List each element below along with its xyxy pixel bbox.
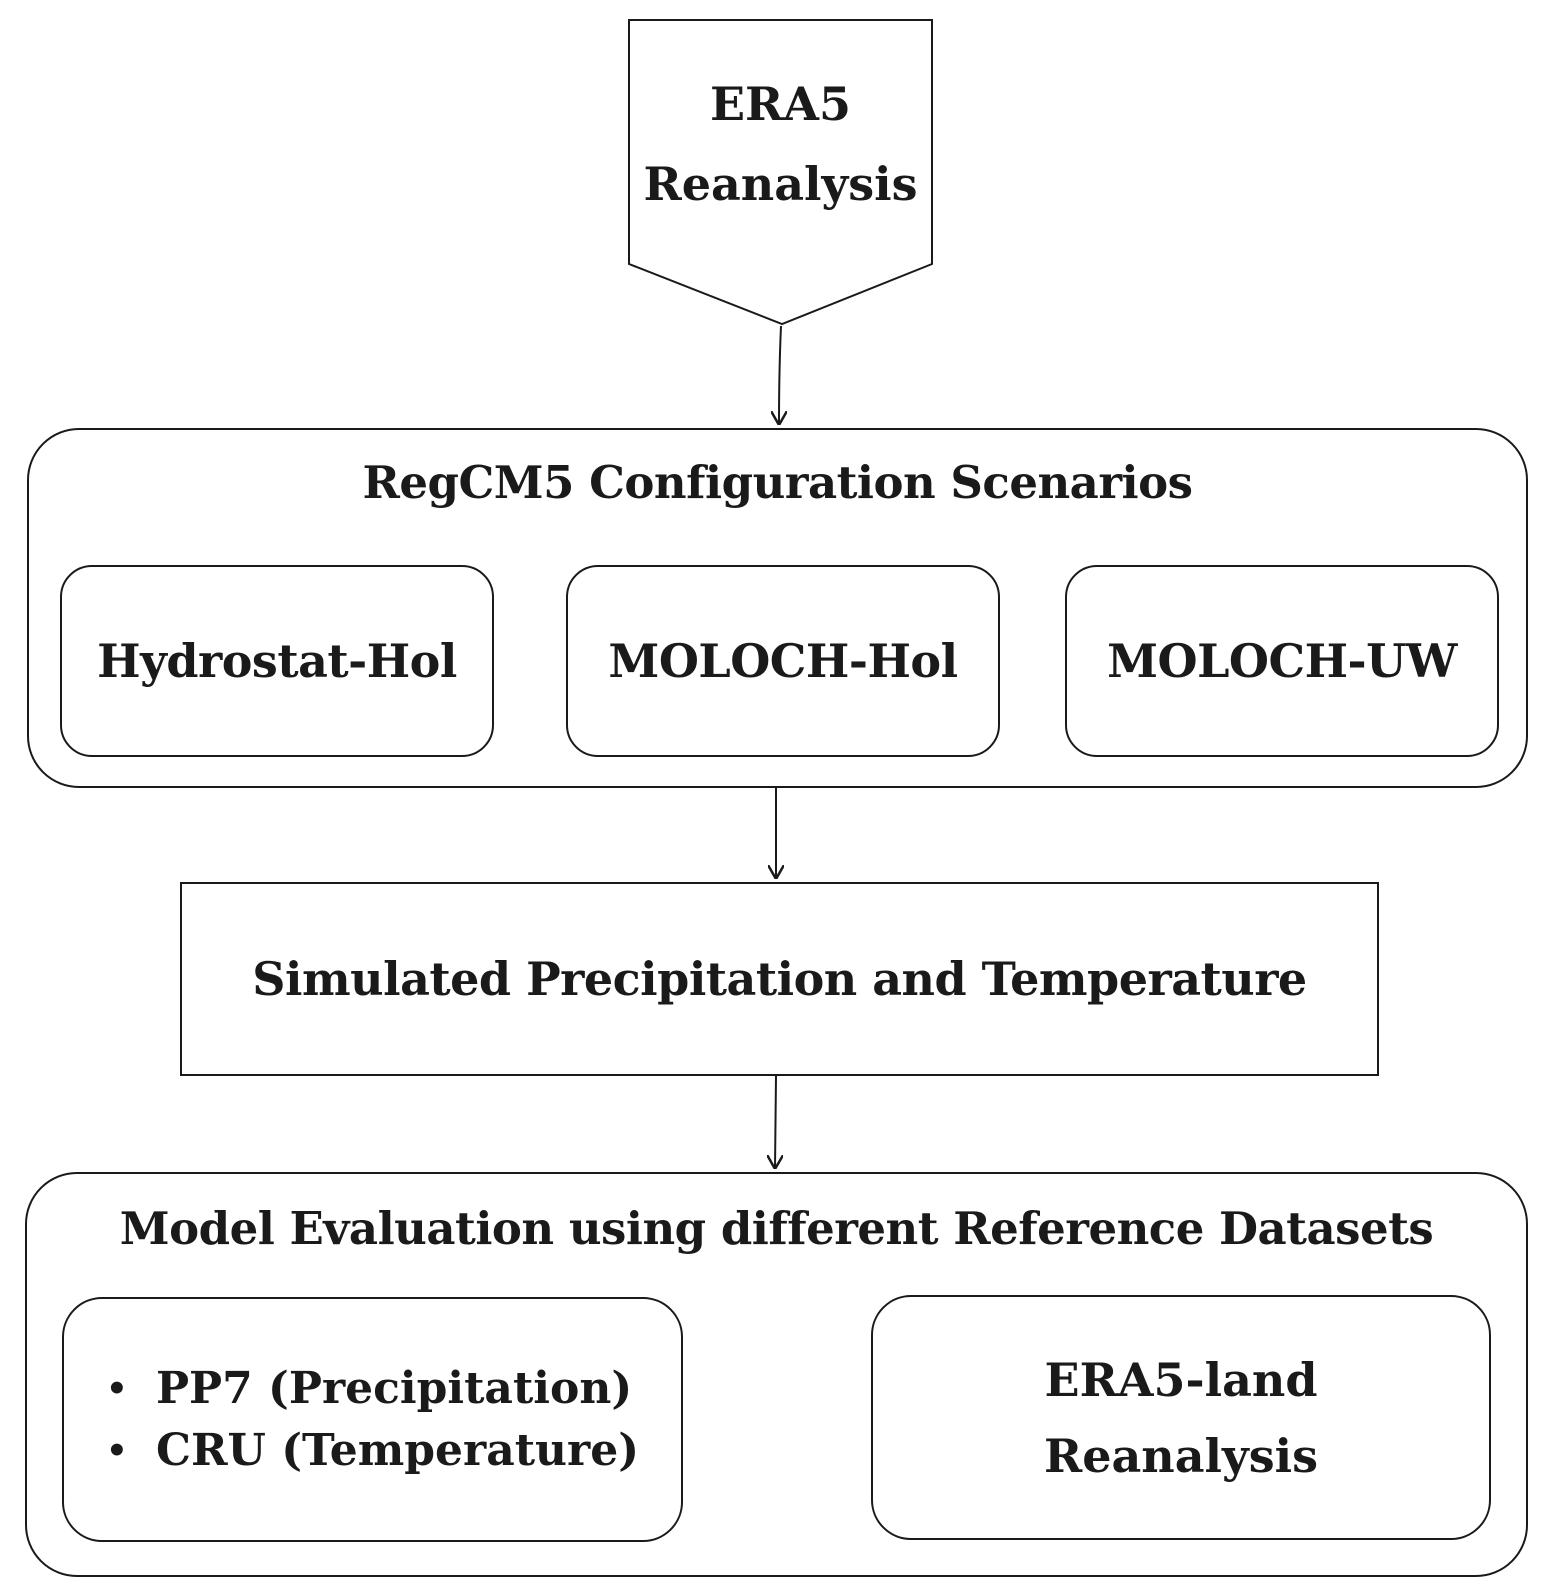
era5-land-reanalysis-label: Reanalysis	[1043, 1428, 1319, 1483]
reanalysis-label: Reanalysis	[643, 157, 918, 211]
bullet-icon: •	[105, 1368, 128, 1409]
scenario-moloch-hol: MOLOCH-Hol	[566, 565, 1000, 757]
observation-cru: CRU (Temperature)	[155, 1424, 640, 1476]
observation-pp7: PP7 (Precipitation)	[155, 1362, 633, 1414]
arrow-era5-to-config	[779, 325, 781, 424]
scenario-hydrostat-hol: Hydrostat-Hol	[60, 565, 494, 757]
arrow-output-to-evaluation	[775, 1075, 776, 1168]
era5-pentagon-shape	[628, 19, 933, 326]
list-item: • CRU (Temperature)	[106, 1420, 639, 1482]
evaluation-group-title: Model Evaluation using different Referen…	[119, 1202, 1434, 1255]
era5-reanalysis-node: ERA5 Reanalysis	[629, 64, 932, 224]
era5-land-box: ERA5-land Reanalysis	[871, 1295, 1491, 1540]
simulated-output-node: Simulated Precipitation and Temperature	[180, 882, 1379, 1076]
observation-list: • PP7 (Precipitation) • CRU (Temperature…	[106, 1358, 639, 1482]
observation-datasets-box: • PP7 (Precipitation) • CRU (Temperature…	[62, 1297, 683, 1542]
bullet-icon: •	[105, 1430, 128, 1471]
list-item: • PP7 (Precipitation)	[106, 1358, 639, 1420]
era5-label: ERA5	[710, 77, 851, 131]
config-group-title: RegCM5 Configuration Scenarios	[362, 456, 1193, 509]
era5-land-label-stack: ERA5-land Reanalysis	[1044, 1342, 1318, 1494]
scenario-moloch-uw: MOLOCH-UW	[1065, 565, 1499, 757]
era5-land-label: ERA5-land	[1044, 1352, 1318, 1407]
